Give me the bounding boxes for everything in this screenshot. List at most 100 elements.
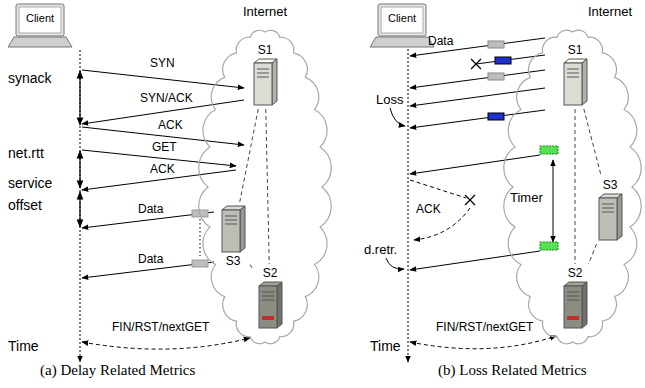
server-link — [266, 109, 269, 264]
data-packet — [192, 210, 208, 267]
laptop-icon — [8, 2, 74, 50]
server-icon — [564, 63, 582, 105]
message-label: ACK — [416, 202, 441, 216]
server-icon — [277, 282, 282, 328]
metric-bracket — [79, 71, 80, 125]
figure-caption: (a) Delay Related Metrics — [40, 362, 195, 379]
cloud-outline — [504, 30, 641, 344]
data-packet — [495, 57, 511, 64]
server-link — [584, 109, 601, 176]
message-arrow — [410, 70, 545, 88]
metric-label: d.retr. — [364, 242, 397, 257]
server-icon — [257, 280, 283, 330]
node-label: S1 — [258, 43, 273, 57]
axis-label: Time — [370, 338, 401, 354]
server-link — [575, 109, 576, 264]
laptop-icon — [381, 7, 423, 33]
server-icon — [567, 292, 579, 293]
server-icon — [272, 59, 277, 105]
server-icon — [567, 73, 579, 74]
message-arrow — [410, 336, 556, 349]
metric-bracket — [79, 151, 80, 188]
server-icon — [567, 69, 579, 70]
axis-label: Time — [8, 338, 39, 354]
data-packet — [488, 113, 504, 120]
server-icon — [562, 57, 588, 107]
loss-cross — [465, 195, 475, 205]
server-icon — [567, 316, 579, 320]
message-label: SYN — [150, 56, 175, 70]
server-link — [250, 264, 253, 269]
message-arrow — [82, 70, 244, 88]
server-icon — [262, 300, 274, 301]
figure-caption: (b) Loss Related Metrics — [438, 362, 587, 379]
message-arrow — [410, 110, 545, 128]
data-packet — [192, 260, 208, 267]
message-label: Data — [138, 202, 163, 216]
server-icon — [257, 77, 269, 78]
client-laptop: Client — [370, 2, 436, 50]
laptop-icon — [19, 7, 61, 33]
metric-label: net.rtt — [8, 145, 44, 161]
message-label: FIN/RST/nextGET — [436, 320, 533, 334]
server-icon — [617, 194, 622, 240]
server-icon — [602, 204, 614, 205]
message-arrow — [82, 338, 250, 349]
message-arrow — [410, 251, 540, 270]
server-icon — [257, 73, 269, 74]
server-icon — [262, 316, 274, 320]
server-icon — [259, 286, 277, 328]
metric-label: service offset — [8, 172, 66, 216]
cloud-outline — [199, 30, 331, 343]
server-icon — [262, 292, 274, 293]
laptop-icon — [378, 4, 426, 36]
node-label: S2 — [568, 266, 583, 280]
node-label: S3 — [226, 254, 241, 268]
node-label: Client — [19, 12, 61, 25]
node-heading: Internet — [588, 4, 632, 19]
message-label: ACK — [150, 162, 175, 176]
message-label: SYN/ACK — [140, 91, 193, 105]
laptop-icon — [16, 4, 64, 36]
server-icon — [567, 300, 579, 301]
message-arrow — [386, 38, 556, 349]
server-icon — [240, 206, 245, 252]
server-icon — [582, 59, 587, 105]
server-node: S1 — [560, 43, 590, 107]
metric-label: Timer — [510, 190, 543, 205]
data-packet — [540, 146, 558, 154]
server-link — [240, 109, 258, 202]
server-icon — [597, 192, 623, 242]
loss-cross — [465, 195, 475, 205]
loss-cross — [471, 59, 481, 69]
node-label: Client — [381, 12, 423, 25]
loss-cross — [471, 59, 481, 69]
timeline — [80, 45, 408, 362]
loss-cross — [465, 59, 481, 205]
server-icon — [254, 63, 272, 105]
data-packet — [488, 73, 504, 80]
metric-label: synack — [8, 70, 52, 86]
server-icon — [564, 286, 582, 328]
server-icon — [582, 282, 587, 328]
laptop-icon — [370, 2, 436, 50]
server-node: S2 — [560, 266, 590, 330]
message-arrow — [410, 180, 466, 198]
server-icon — [602, 212, 614, 213]
data-packet — [540, 242, 558, 250]
node-heading: Internet — [200, 4, 330, 19]
laptop-icon — [370, 37, 434, 47]
message-arrow — [200, 219, 201, 256]
server-link — [589, 244, 597, 264]
server-icon — [220, 204, 246, 254]
server-node: S3 — [595, 178, 625, 242]
server-node: S3 — [218, 204, 248, 268]
server-icon — [262, 296, 274, 297]
timeline — [408, 45, 409, 362]
message-arrow — [386, 258, 404, 269]
server-icon — [225, 216, 237, 217]
timeline — [80, 50, 81, 362]
